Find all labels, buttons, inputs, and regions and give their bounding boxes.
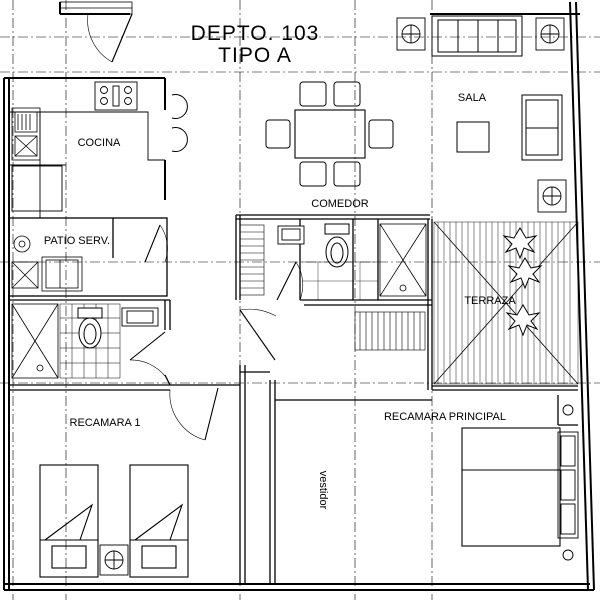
sofa-icon xyxy=(431,15,563,161)
room-label-recamara-principal: RECAMARA PRINCIPAL xyxy=(384,411,506,423)
bed-icon xyxy=(461,427,561,547)
entry-window xyxy=(59,1,133,15)
door-swing-icon xyxy=(169,387,219,441)
stove-icon xyxy=(94,81,138,111)
sink-icon xyxy=(11,107,41,161)
plan-title: DEPTO. 103 TIPO A xyxy=(191,22,320,67)
dining-table xyxy=(294,109,366,159)
interior-walls xyxy=(8,214,578,583)
coffee-table xyxy=(456,121,490,153)
room-label-sala: SALA xyxy=(458,92,487,104)
stool-icon xyxy=(171,94,188,152)
door-swing-icon xyxy=(144,224,168,263)
door-swing-icon xyxy=(239,261,304,361)
sink-icon xyxy=(277,225,305,245)
room-label-recamara1: RECAMARA 1 xyxy=(70,417,141,429)
door-swing-icon xyxy=(129,331,166,377)
chair-icon xyxy=(265,81,394,187)
shower-icon xyxy=(379,223,427,297)
room-label-comedor: COMEDOR xyxy=(311,198,369,210)
entry-door xyxy=(87,13,133,63)
room-label-cocina: COCINA xyxy=(78,137,121,149)
kitchen-counter xyxy=(9,111,165,218)
title-line1: DEPTO. 103 xyxy=(191,22,320,45)
terrace-deck xyxy=(433,221,579,385)
sink-icon xyxy=(121,307,159,327)
title-line2: TIPO A xyxy=(218,44,292,67)
nightstand-icon xyxy=(557,404,579,561)
room-label-terraza: TERRAZA xyxy=(464,295,516,307)
exterior-walls xyxy=(3,1,595,591)
bath-tiles xyxy=(302,261,378,300)
closet-hatch xyxy=(354,311,426,351)
hatched-panel xyxy=(239,224,265,296)
armchair-icon xyxy=(396,17,567,213)
laundry-area xyxy=(11,235,83,292)
room-label-vestidor: vestidor xyxy=(317,471,329,510)
bed-icon xyxy=(39,464,189,578)
plant-icon xyxy=(502,227,543,337)
room-label-patio: PATIO SERV. xyxy=(44,235,110,247)
nightstand-icon xyxy=(99,544,129,576)
shower-icon xyxy=(11,303,59,379)
toilet-icon xyxy=(324,223,350,268)
toilet-icon xyxy=(77,307,103,349)
